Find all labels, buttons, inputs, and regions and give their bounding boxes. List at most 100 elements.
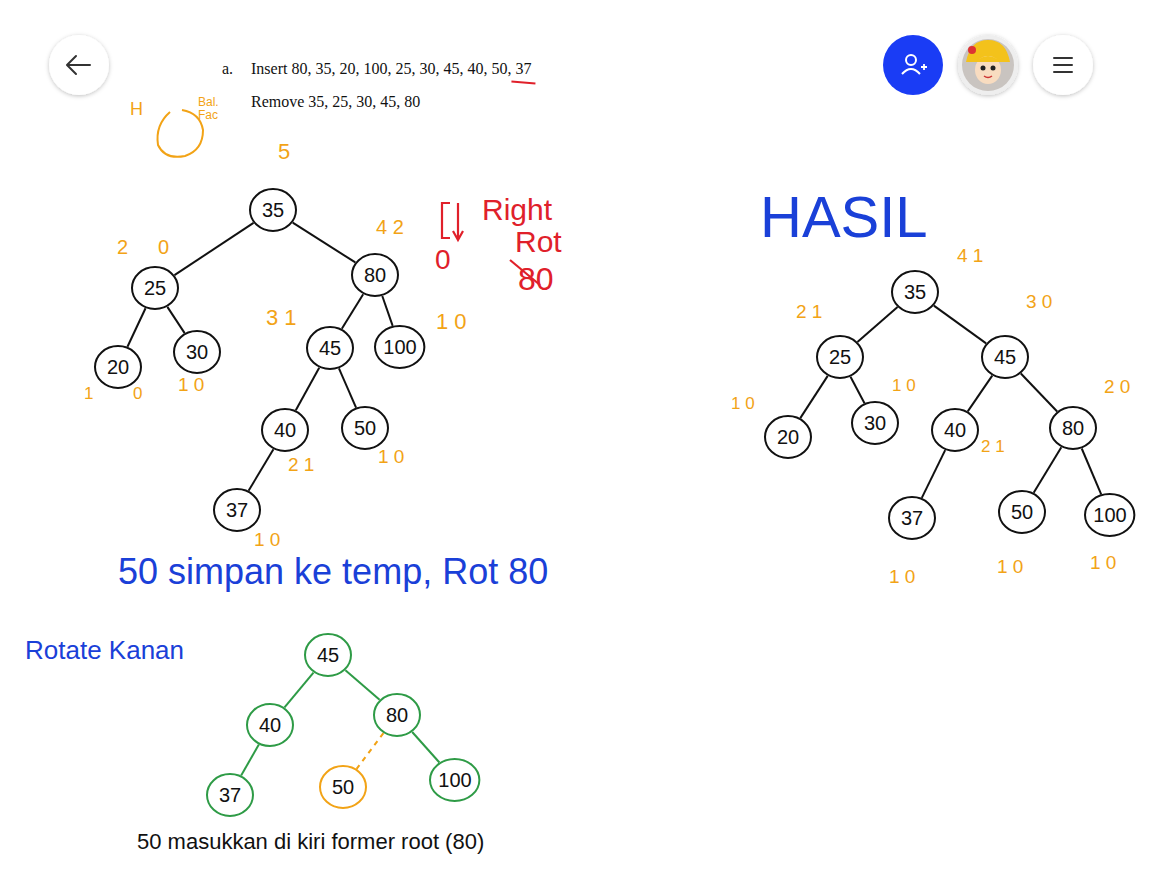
- tree-edge: [357, 733, 384, 769]
- tree-edge: [285, 673, 314, 708]
- node-value: 40: [246, 703, 294, 747]
- annotation: 2 1: [288, 455, 314, 476]
- node-value: 37: [213, 488, 261, 532]
- tree-node: 25: [816, 335, 864, 379]
- tree-edge: [167, 307, 184, 333]
- tree-node: 80: [373, 693, 421, 737]
- annotation: 1 0: [892, 377, 916, 396]
- invite-button: [883, 35, 943, 95]
- annotation: 1 0: [378, 447, 404, 468]
- tree-node: 30: [851, 401, 899, 445]
- tree-node: 100: [429, 758, 480, 802]
- annotation: 50 masukkan di kiri former root (80): [137, 830, 484, 854]
- node-value: 100: [1084, 493, 1135, 537]
- node-value: 80: [1049, 406, 1097, 450]
- annotation: 0: [133, 385, 142, 404]
- annotation: Right: [482, 193, 552, 226]
- annotation: 1 0: [254, 530, 280, 551]
- node-value: 40: [931, 408, 979, 452]
- tree-node: 45: [306, 326, 354, 370]
- annotation: 2 0: [1104, 377, 1130, 398]
- tree-edge: [922, 450, 945, 498]
- node-value: 50: [319, 765, 367, 809]
- tree-node: 50: [341, 406, 389, 450]
- back-button: [49, 35, 109, 95]
- tree-edge: [174, 223, 253, 275]
- annotation: 2: [117, 236, 128, 258]
- annotation: 1 0: [889, 567, 915, 588]
- node-value: 20: [94, 345, 142, 389]
- tree-edge: [382, 296, 392, 326]
- annotation: 2 1: [796, 302, 822, 323]
- annotation: 1: [84, 385, 93, 404]
- tree-edge: [249, 449, 274, 490]
- node-value: 25: [131, 266, 179, 310]
- annotation: 1 0: [1090, 553, 1116, 574]
- tree-edge: [345, 670, 379, 700]
- node-value: 100: [374, 325, 425, 369]
- exercise-text: a.: [222, 60, 233, 78]
- annotation: 4 2: [376, 216, 404, 238]
- annotation: 1 0: [731, 395, 755, 414]
- tree-node: 100: [374, 325, 425, 369]
- annotation: 5: [278, 140, 290, 164]
- annotation: 1 0: [178, 375, 204, 396]
- annotation: Rot: [515, 225, 562, 258]
- tree-node: 35: [249, 188, 297, 232]
- tree-edge: [127, 308, 145, 347]
- tree-node: 35: [891, 270, 939, 314]
- tree-edge: [968, 376, 992, 412]
- annotation: Rotate Kanan: [25, 636, 184, 665]
- tree-edge: [296, 368, 319, 411]
- node-value: 100: [429, 758, 480, 802]
- tree-edge: [934, 306, 986, 344]
- node-value: 80: [373, 693, 421, 737]
- node-value: 25: [816, 335, 864, 379]
- tree-node: 45: [981, 335, 1029, 379]
- annotation: Bal. Fac: [198, 96, 224, 122]
- node-value: 80: [351, 253, 399, 297]
- node-value: 20: [764, 415, 812, 459]
- node-value: 40: [261, 408, 309, 452]
- tree-node: 30: [173, 330, 221, 374]
- tree-edge: [1021, 374, 1057, 412]
- tree-edge: [857, 307, 897, 342]
- exercise-text: Remove 35, 25, 30, 45, 80: [251, 93, 420, 111]
- tree-edge: [412, 732, 439, 762]
- node-value: 37: [206, 773, 254, 817]
- node-value: 45: [304, 633, 352, 677]
- node-value: 50: [341, 406, 389, 450]
- node-value: 45: [981, 335, 1029, 379]
- annotation: H: [130, 100, 143, 120]
- tree-node: 25: [131, 266, 179, 310]
- node-value: 37: [888, 496, 936, 540]
- empty-circle-sketch: [158, 110, 204, 157]
- annotation: 1 0: [436, 310, 467, 334]
- tree-edge: [339, 368, 356, 407]
- underline-mark: [511, 82, 535, 84]
- tree-node: 45: [304, 633, 352, 677]
- annotation: 3 1: [266, 306, 297, 330]
- annotation: 3 0: [1026, 292, 1052, 313]
- tree-node: 80: [351, 253, 399, 297]
- tree-node: 100: [1084, 493, 1135, 537]
- tree-edge: [800, 376, 827, 418]
- node-value: 35: [891, 270, 939, 314]
- tree-edge: [1034, 447, 1062, 493]
- node-value: 45: [306, 326, 354, 370]
- node-value: 35: [249, 188, 297, 232]
- tree-node: 20: [94, 345, 142, 389]
- tree-node: 80: [1049, 406, 1097, 450]
- tree-node: 50: [998, 490, 1046, 534]
- menu-button: [1033, 35, 1093, 95]
- tree-edge: [241, 744, 259, 775]
- tree-node: 37: [213, 488, 261, 532]
- annotation: 2 1: [981, 438, 1005, 457]
- annotation: 50 simpan ke temp, Rot 80: [118, 552, 548, 592]
- annotation: 4 1: [957, 246, 983, 267]
- annotation: 1 0: [997, 557, 1023, 578]
- exercise-text: Insert 80, 35, 20, 100, 25, 30, 45, 40, …: [251, 60, 531, 78]
